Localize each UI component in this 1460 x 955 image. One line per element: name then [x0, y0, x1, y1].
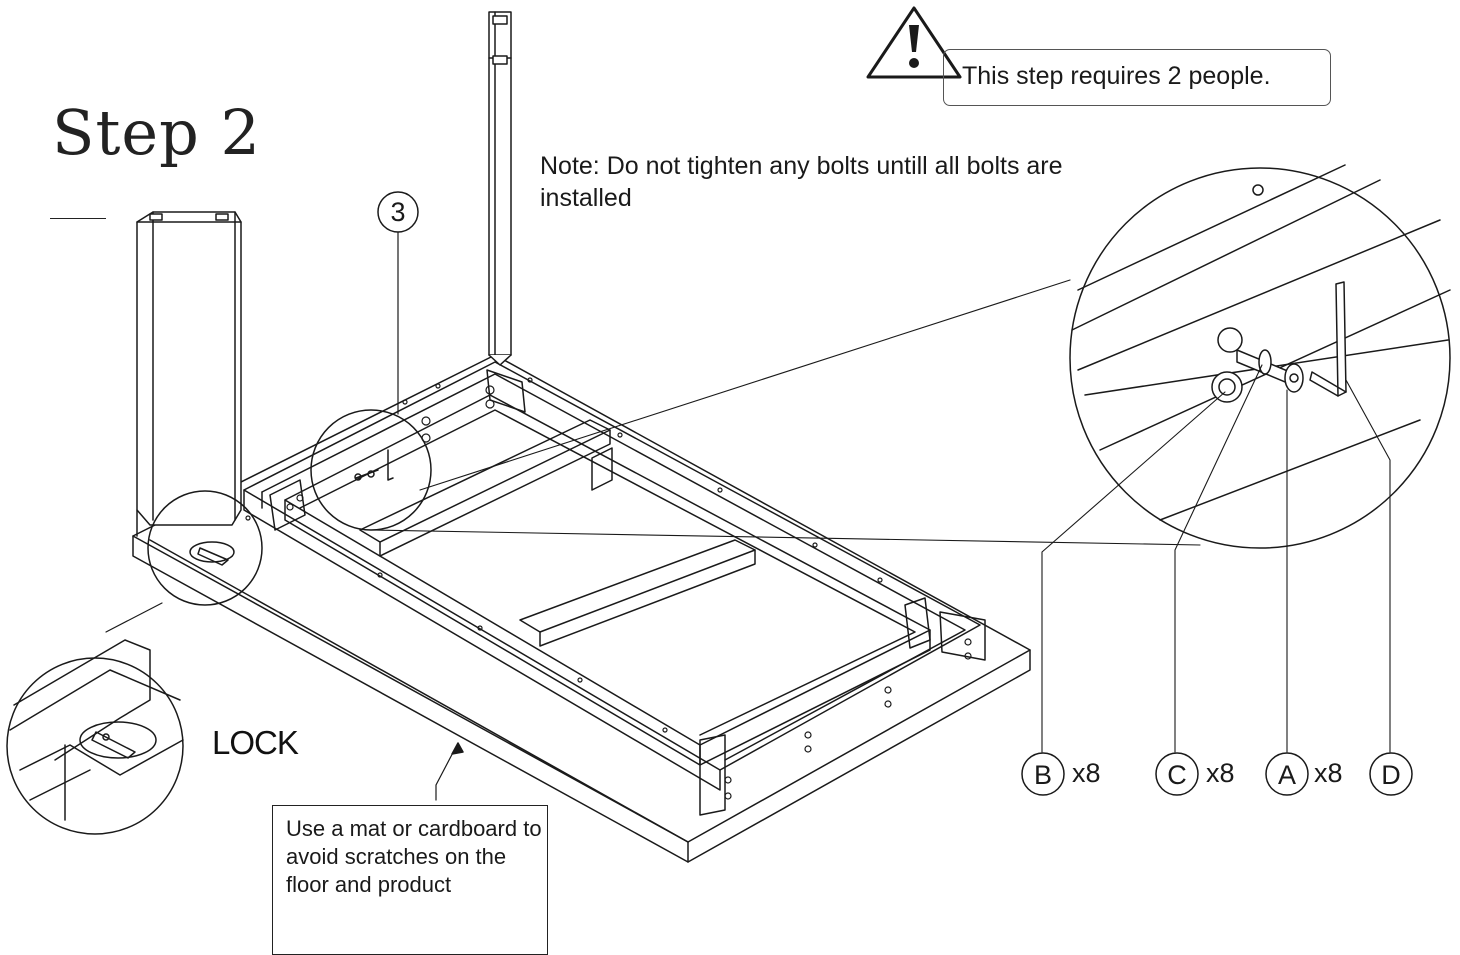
part-d-circle [1369, 752, 1413, 796]
bolt-zoom [1069, 164, 1451, 549]
title-divider [50, 218, 106, 219]
mat-leader [435, 742, 459, 801]
lock-label: LOCK [212, 724, 299, 761]
part-b-qty: x8 [1072, 758, 1101, 788]
assembly-note: Note: Do not tighten any bolts untill al… [540, 152, 1063, 212]
warning-box [943, 49, 1331, 106]
part-3-circle [377, 191, 419, 233]
lock-zoom [6, 639, 184, 835]
step-title: Step 2 [52, 96, 261, 169]
part-a-letter: A [1278, 760, 1296, 790]
lock-leader [105, 602, 163, 633]
frame [243, 361, 986, 816]
leg-left [136, 211, 242, 537]
mat-note-box [272, 805, 548, 955]
zoom-leader-top [419, 279, 1071, 491]
frame-holes [245, 377, 972, 800]
part-c-qty: x8 [1206, 758, 1235, 788]
part-b-circle [1021, 752, 1065, 796]
lock-small [147, 490, 263, 606]
leg-right [488, 11, 512, 366]
warning-triangle-icon [866, 6, 962, 79]
zoom-leader-bottom [369, 529, 1201, 546]
part-3-label: 3 [390, 197, 405, 227]
part-leaders [1041, 364, 1391, 753]
part-b-letter: B [1034, 760, 1052, 790]
part-a-qty: x8 [1314, 758, 1343, 788]
part-d-letter: D [1381, 760, 1401, 790]
part-a-circle [1265, 752, 1309, 796]
warning-text: This step requires 2 people. [962, 62, 1271, 90]
tabletop [132, 354, 1031, 863]
part-c-letter: C [1167, 760, 1187, 790]
mat-note-text: Use a mat or cardboard to avoid scratche… [286, 816, 542, 897]
part-c-circle [1155, 752, 1199, 796]
